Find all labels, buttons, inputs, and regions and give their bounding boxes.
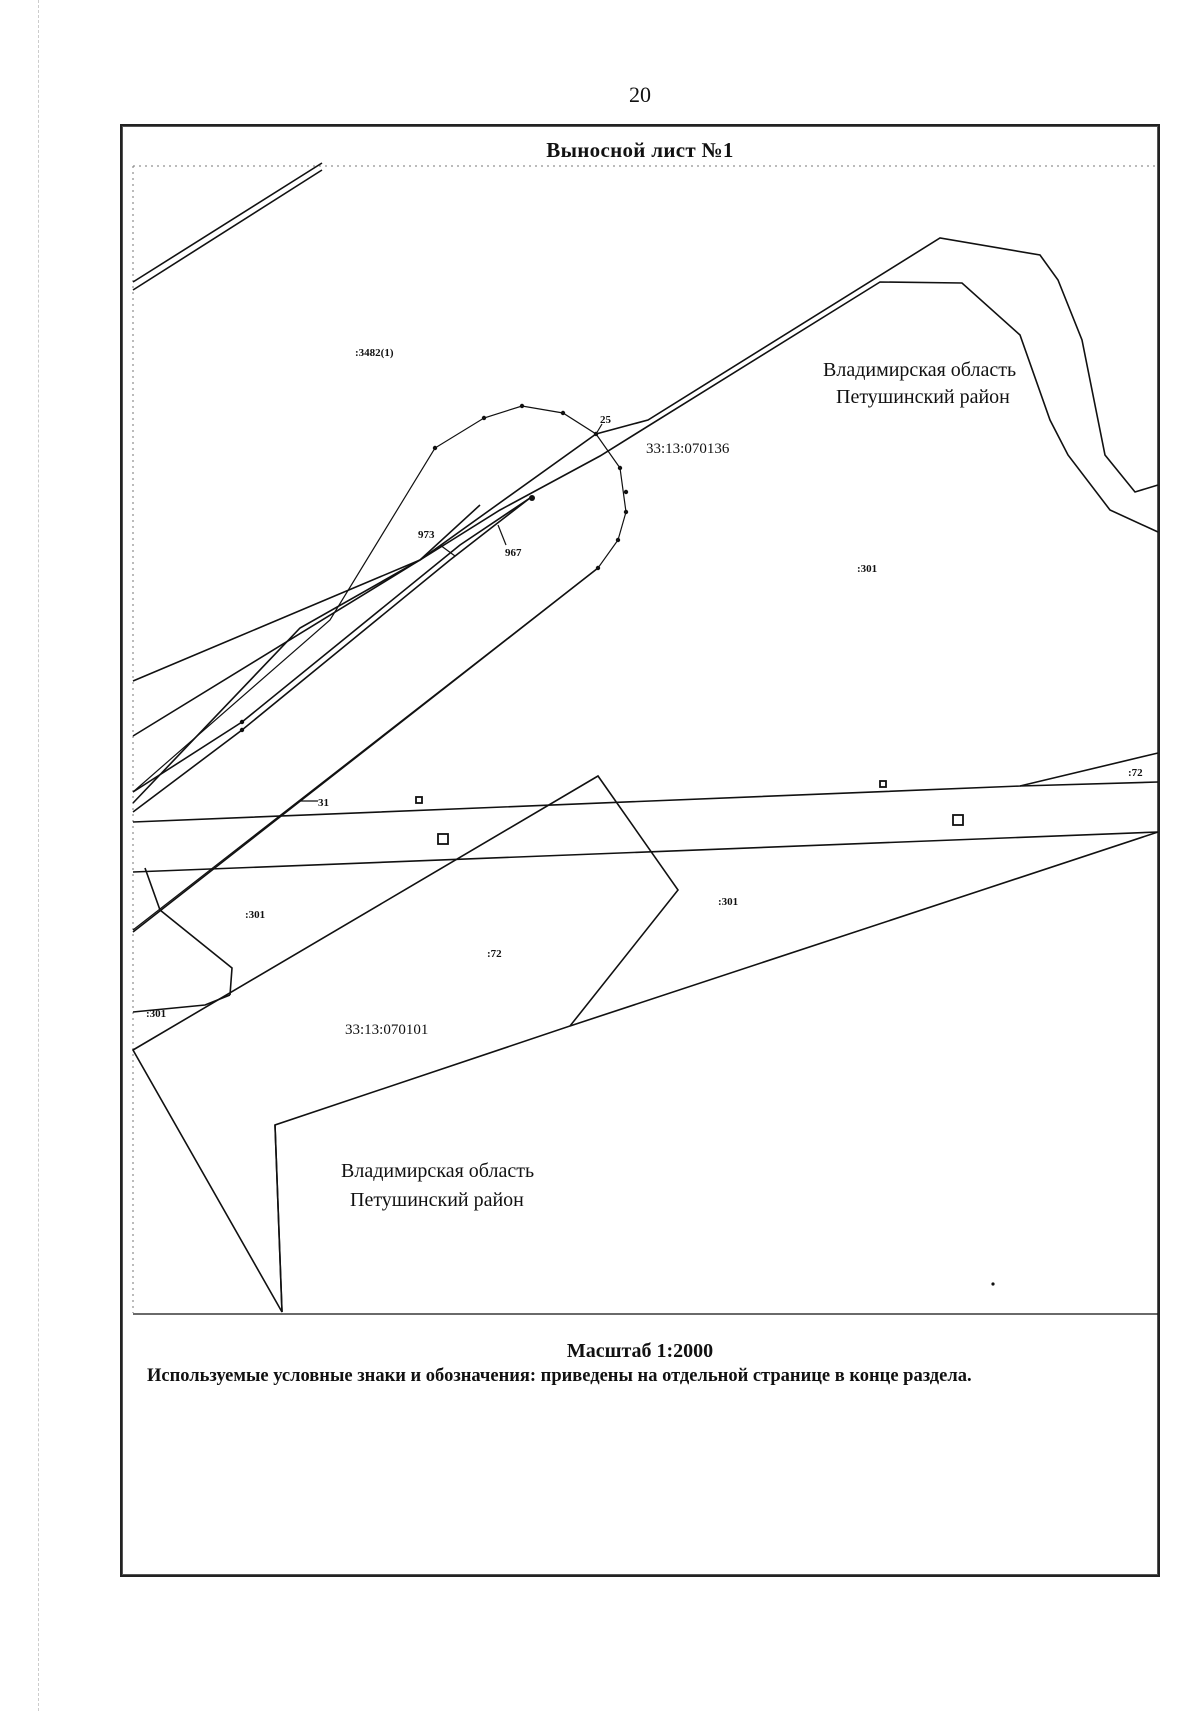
parcel-label-3482: :3482(1) [355, 347, 394, 359]
boundary-vertices [239, 403, 629, 733]
road-horizontal-mid [1019, 781, 1159, 787]
survey-dot [991, 1282, 995, 1286]
parcel-301-left-bottom [132, 994, 231, 1013]
vertex [519, 403, 525, 409]
spur-line-b [132, 497, 531, 813]
vertex [615, 537, 621, 543]
scale-label: Масштаб 1:2000 [566, 1340, 714, 1362]
parcel-label-301-west: :301 [245, 909, 265, 921]
building-marker [415, 796, 423, 804]
vertex [481, 415, 487, 421]
building-marker [437, 833, 449, 845]
vertex [432, 445, 438, 451]
parcel-72-left-edge [274, 1124, 283, 1313]
point-label-973: 973 [418, 529, 435, 541]
spur-end-point [529, 495, 535, 501]
point-label-967: 967 [505, 547, 522, 559]
sheet-title: Выносной лист №1 [546, 138, 734, 162]
cadastral-quarter-070101: 33:13:070101 [345, 1022, 428, 1038]
region-bottom-line1: Владимирская область [341, 1160, 534, 1182]
vertex [623, 509, 629, 515]
parcel-diagonal-boundary [132, 567, 599, 933]
building-marker [879, 780, 887, 788]
spur-tick-973 [439, 544, 456, 557]
parcel-label-72-east: :72 [1128, 767, 1143, 779]
point-label-25: 25 [600, 414, 612, 426]
building-marker [952, 814, 964, 826]
parcel-301-left-boundary [144, 867, 233, 996]
railway-line-b [132, 169, 323, 291]
parcel-lower-diagonal [569, 831, 1159, 1027]
legend-note: Используемые условные знаки и обозначени… [147, 1366, 972, 1386]
parcel-3482-boundary [132, 504, 481, 804]
parcel-3482-outer [132, 405, 627, 931]
page-margin-line [38, 0, 39, 1711]
spur-tick-967 [497, 524, 507, 546]
vertex [623, 489, 629, 495]
railway-line-a [132, 162, 323, 283]
road-horizontal-lower [132, 831, 1159, 873]
vertex [560, 410, 566, 416]
page-number: 20 [629, 82, 651, 107]
road-upper-edge [132, 237, 1159, 682]
region-bottom-line2: Петушинский район [350, 1189, 524, 1211]
region-top-line2: Петушинский район [836, 386, 1010, 408]
point-25-tick [595, 423, 603, 435]
sheet-frame [120, 124, 1160, 1577]
parcel-label-301-east: :301 [857, 563, 877, 575]
parcel-label-72: :72 [487, 948, 502, 960]
road-lower-edge [132, 281, 1159, 737]
parcel-label-301-corner: :301 [146, 1008, 166, 1020]
region-top-line1: Владимирская область [823, 359, 1016, 381]
cadastral-quarter-070136: 33:13:070136 [646, 441, 730, 457]
spur-line-a [132, 497, 531, 793]
vertex [617, 465, 623, 471]
point-label-31: 31 [318, 797, 329, 809]
parcel-72-polygon [131, 774, 679, 1313]
parcel-label-301-south: :301 [718, 896, 738, 908]
